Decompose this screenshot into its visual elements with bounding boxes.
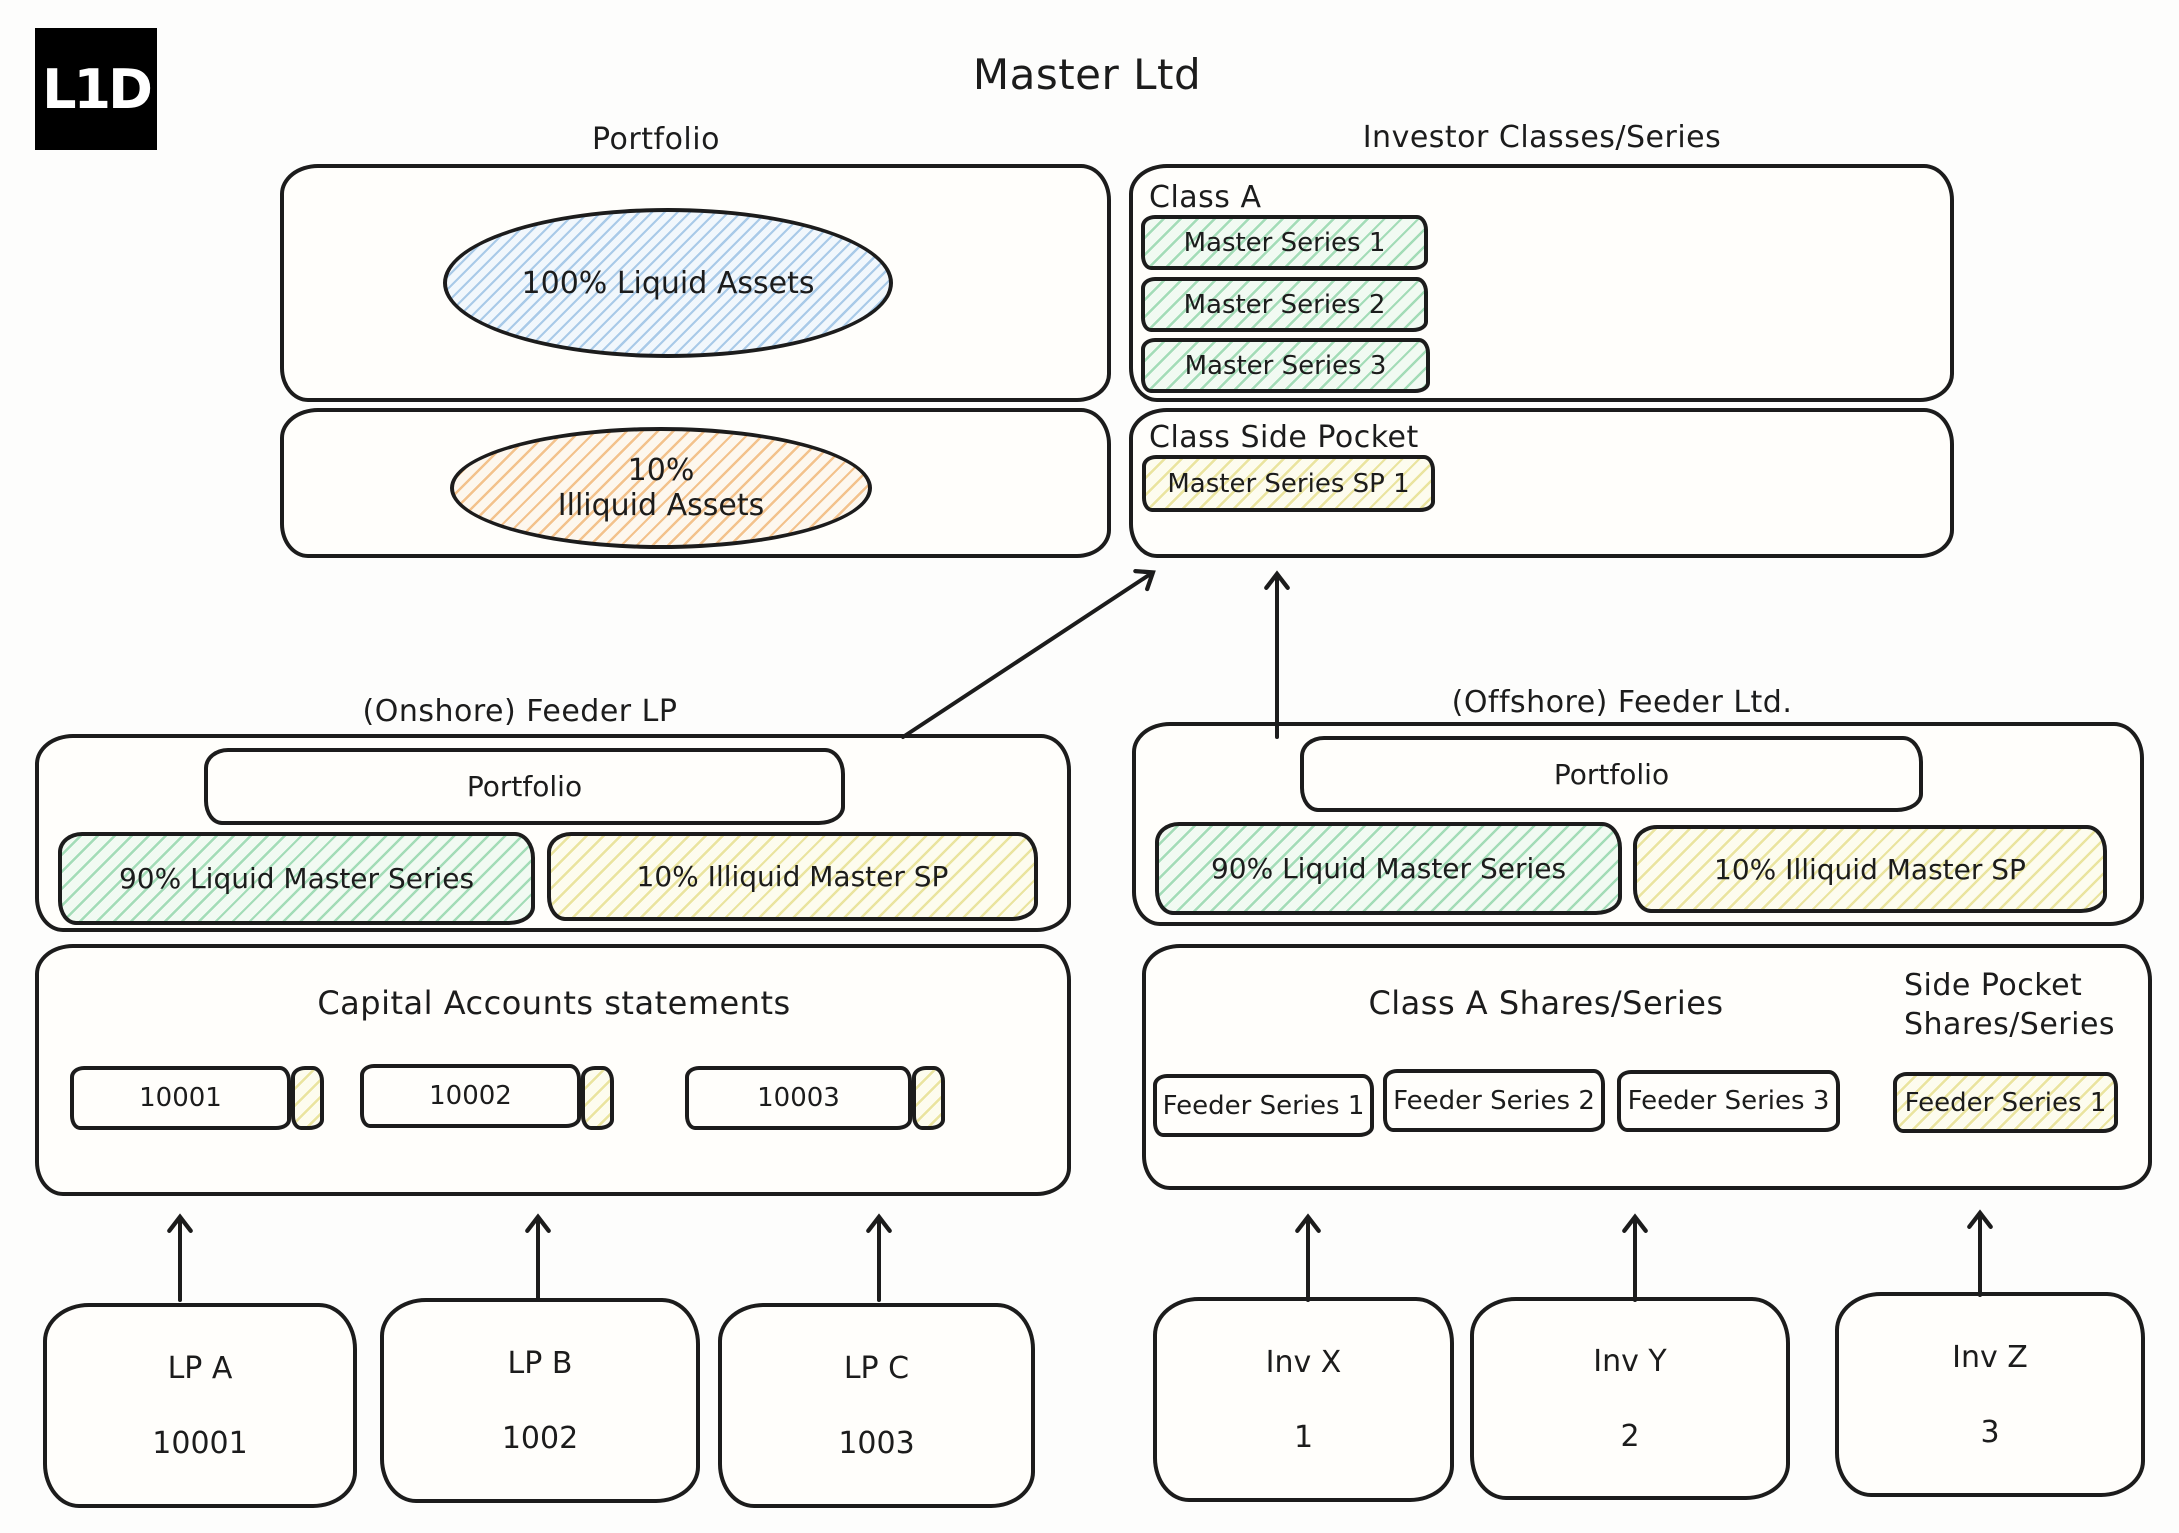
class-side-pocket-label: Class Side Pocket (1149, 420, 1419, 455)
account-10002-text: 10002 (429, 1081, 512, 1111)
account-10001-tab (291, 1066, 324, 1130)
inv-y-name: Inv Y (1593, 1343, 1667, 1379)
account-10003-tab (912, 1066, 945, 1130)
feeder-series-sp1-box: Feeder Series 1 (1893, 1072, 2118, 1133)
investor-classes-label: Investor Classes/Series (1362, 120, 1722, 155)
master-class-a-box: Class A Master Series 1 Master Series 2 … (1129, 164, 1954, 402)
onshore-portfolio-text: Portfolio (466, 770, 583, 803)
account-10001-text: 10001 (139, 1083, 222, 1113)
onshore-feeder-title: (Onshore) Feeder LP (362, 694, 678, 729)
inv-z-number: 3 (1980, 1414, 2000, 1450)
offshore-illiquid-text: 10% Illiquid Master SP (1714, 852, 2026, 886)
inv-x-box: Inv X 1 (1153, 1297, 1454, 1502)
liquid-assets-text: 100% Liquid Assets (521, 265, 815, 301)
illiquid-assets-pct: 10% (627, 453, 695, 488)
inv-z-box: Inv Z 3 (1835, 1292, 2145, 1497)
feeder-series-1-box: Feeder Series 1 (1153, 1074, 1374, 1137)
inv-x-name: Inv X (1265, 1344, 1342, 1380)
illiquid-assets-name: Illiquid Assets (557, 488, 765, 523)
lp-c-box: LP C 1003 (718, 1303, 1035, 1508)
liquid-assets-ellipse: 100% Liquid Assets (443, 208, 893, 358)
master-series-sp1-box: Master Series SP 1 (1142, 455, 1435, 512)
account-10003-text: 10003 (757, 1083, 840, 1113)
master-series-2-box: Master Series 2 (1141, 277, 1428, 332)
account-10002-tab (581, 1066, 614, 1130)
offshore-portfolio-box: Portfolio (1300, 736, 1923, 812)
feeder-series-2-box: Feeder Series 2 (1383, 1069, 1605, 1132)
illiquid-assets-ellipse: 10% Illiquid Assets (450, 427, 872, 549)
offshore-illiquid-box: 10% Illiquid Master SP (1633, 825, 2107, 913)
onshore-portfolio-box: Portfolio (204, 748, 845, 825)
master-series-1-box: Master Series 1 (1141, 215, 1428, 270)
side-pocket-shares-line1: Side Pocket (1904, 968, 2083, 1003)
account-10001-box: 10001 (70, 1066, 291, 1130)
inv-z-name: Inv Z (1952, 1339, 2028, 1375)
inv-x-number: 1 (1293, 1419, 1314, 1455)
offshore-feeder-title: (Offshore) Feeder Ltd. (1451, 685, 1793, 720)
capital-accounts-title: Capital Accounts statements (317, 984, 791, 1022)
page-title: Master Ltd (972, 50, 1202, 99)
offshore-shares-box: Class A Shares/Series Side Pocket Shares… (1142, 944, 2152, 1190)
feeder-series-3-text: Feeder Series 3 (1627, 1086, 1830, 1116)
lp-b-name: LP B (507, 1345, 573, 1381)
feeder-series-3-box: Feeder Series 3 (1617, 1070, 1840, 1132)
side-pocket-shares-line2: Shares/Series (1904, 1007, 2116, 1042)
side-pocket-shares-label: Side Pocket Shares/Series (1904, 966, 2164, 1044)
lp-a-box: LP A 10001 (43, 1303, 357, 1508)
master-series-1-text: Master Series 1 (1183, 227, 1386, 258)
inv-y-number: 2 (1620, 1418, 1640, 1454)
offshore-liquid-box: 90% Liquid Master Series (1155, 822, 1622, 915)
inv-y-box: Inv Y 2 (1470, 1297, 1790, 1500)
feeder-series-sp1-text: Feeder Series 1 (1904, 1087, 2107, 1118)
onshore-liquid-box: 90% Liquid Master Series (58, 832, 535, 925)
class-a-shares-label: Class A Shares/Series (1368, 984, 1724, 1022)
onshore-illiquid-text: 10% Illiquid Master SP (636, 860, 949, 893)
account-10003-box: 10003 (685, 1066, 912, 1130)
master-side-pocket-box: Class Side Pocket Master Series SP 1 (1129, 408, 1954, 558)
master-series-2-text: Master Series 2 (1183, 289, 1386, 320)
account-10002-box: 10002 (360, 1064, 581, 1128)
arrow-onshore-to-master (901, 568, 1156, 739)
lp-a-name: LP A (167, 1350, 233, 1386)
lp-b-number: 1002 (501, 1420, 579, 1456)
master-series-sp1-text: Master Series SP 1 (1167, 468, 1410, 499)
class-a-label: Class A (1149, 180, 1262, 215)
lp-b-box: LP B 1002 (380, 1298, 700, 1503)
onshore-liquid-text: 90% Liquid Master Series (118, 862, 475, 895)
feeder-series-2-text: Feeder Series 2 (1393, 1085, 1595, 1116)
onshore-illiquid-box: 10% Illiquid Master SP (547, 832, 1038, 921)
lp-c-name: LP C (843, 1350, 910, 1386)
lp-c-number: 1003 (838, 1425, 915, 1461)
offshore-liquid-text: 90% Liquid Master Series (1210, 852, 1567, 885)
l1d-logo: L1D (35, 28, 157, 150)
offshore-portfolio-text: Portfolio (1553, 757, 1670, 791)
master-portfolio-label: Portfolio (592, 122, 720, 157)
l1d-logo-text: L1D (42, 57, 153, 121)
master-series-3-box: Master Series 3 (1141, 338, 1430, 393)
lp-a-number: 10001 (152, 1425, 248, 1461)
master-series-3-text: Master Series 3 (1184, 350, 1387, 381)
feeder-series-1-text: Feeder Series 1 (1162, 1090, 1365, 1121)
